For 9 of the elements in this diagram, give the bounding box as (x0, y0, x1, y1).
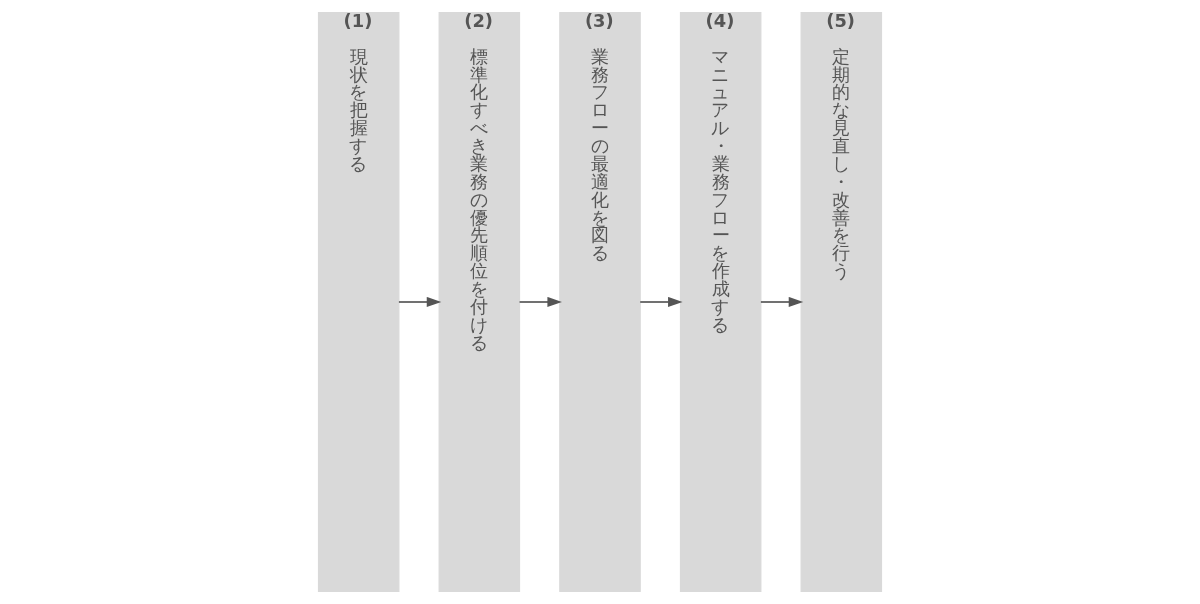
node-box: (1) 現状を把握する (317, 12, 400, 592)
node-box: (3) 業務フローの最適化を図る (559, 12, 641, 592)
arrow (639, 296, 683, 308)
arrow (398, 296, 442, 308)
node-box: (5) 定期的な見直し・改善を行う (800, 12, 883, 592)
arrow (518, 296, 562, 308)
arrow (760, 296, 804, 308)
node-box: (2) 標準化すべき業務の優先順位を付ける (438, 12, 521, 592)
node-box: (4) マニュアル・業務フローを作成する (679, 12, 762, 592)
